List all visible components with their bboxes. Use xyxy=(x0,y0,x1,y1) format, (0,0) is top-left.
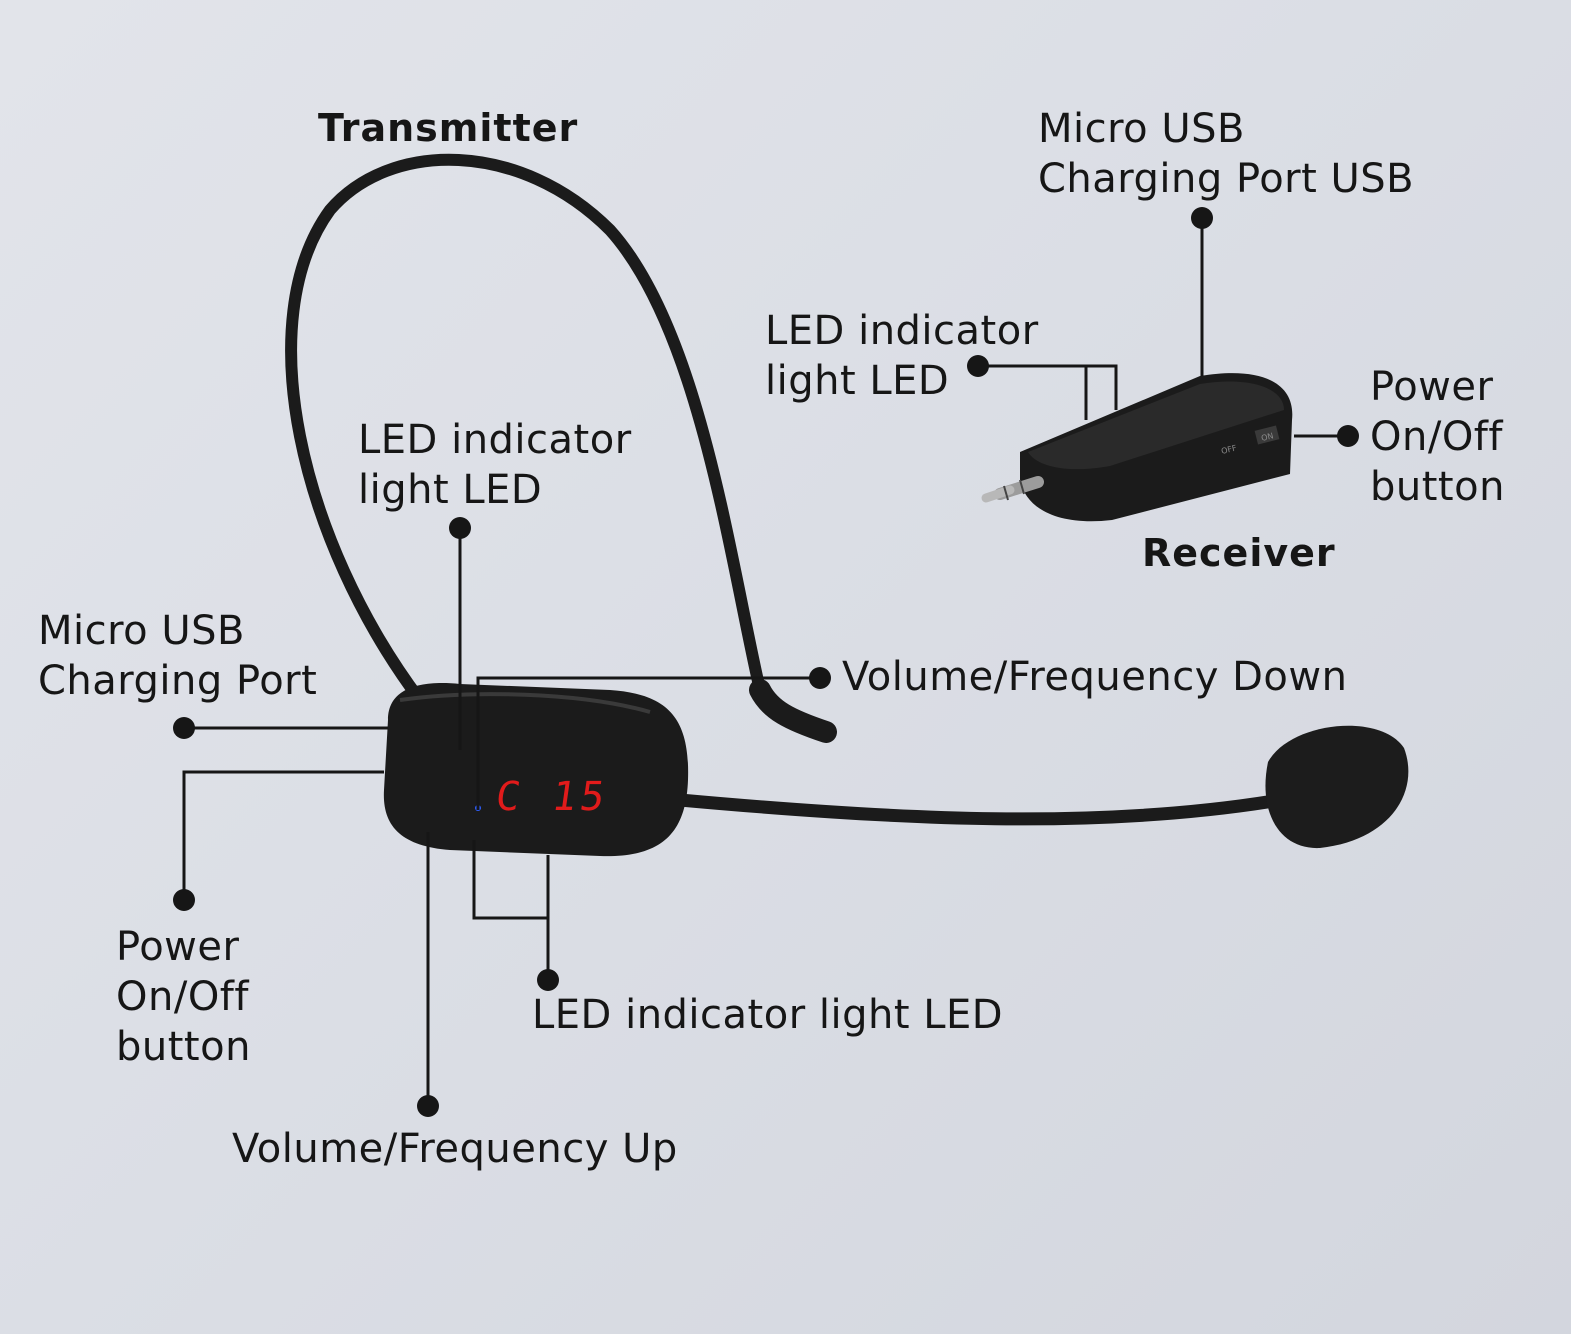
dot-receiver-power xyxy=(1337,425,1359,447)
dot-transmitter-led-top xyxy=(449,517,471,539)
mic-foam xyxy=(1265,725,1409,849)
switch-off-label: OFF xyxy=(1220,443,1238,456)
transmitter-led-top-label: LED indicator light LED xyxy=(358,417,632,513)
switch-on-label: ON xyxy=(1260,431,1274,443)
leader-dots xyxy=(173,207,1359,1117)
transmitter-power-label: Power On/Off button xyxy=(116,924,251,1070)
volume-down-label: Volume/Frequency Down xyxy=(842,654,1348,700)
dot-volume-up xyxy=(417,1095,439,1117)
dot-power xyxy=(173,889,195,911)
transmitter-led-bottom-label: LED indicator light LED xyxy=(532,992,1004,1038)
dot-led-bottom xyxy=(537,969,559,991)
volume-up-label: Volume/Frequency Up xyxy=(232,1126,678,1172)
receiver-power-label: Power On/Off button xyxy=(1370,364,1505,510)
dot-receiver-usb xyxy=(1191,207,1213,229)
receiver-title: Receiver xyxy=(1142,531,1336,575)
audio-jack xyxy=(981,476,1044,503)
receiver-micro-usb-label: Micro USB Charging Port USB xyxy=(1038,106,1415,202)
headband xyxy=(285,153,766,706)
ear-hook xyxy=(749,679,837,743)
mic-boom xyxy=(673,793,1287,826)
transmitter-micro-usb-label: Micro USB Charging Port xyxy=(38,608,318,704)
transmitter-title: Transmitter xyxy=(318,106,579,150)
dot-volume-down xyxy=(809,667,831,689)
dot-transmitter-usb xyxy=(173,717,195,739)
display-readout: C 15 xyxy=(492,774,612,820)
receiver-led-label: LED indicator light LED xyxy=(765,308,1039,404)
transmitter-body-highlight xyxy=(399,692,651,714)
receiver-top-face xyxy=(1028,381,1284,470)
dot-receiver-led xyxy=(967,355,989,377)
receiver-switch[interactable]: OFF ON xyxy=(1220,425,1280,456)
